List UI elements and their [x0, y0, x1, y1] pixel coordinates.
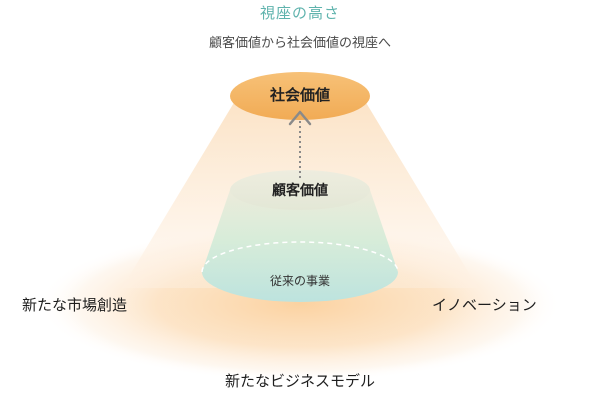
base-dashed-line: [201, 241, 399, 273]
value-cone: [202, 190, 398, 302]
customer-value-label: 顧客価値: [272, 183, 328, 199]
diagram-subtitle: 顧客価値から社会価値の視座へ: [208, 36, 391, 51]
social-value-label: 社会価値: [269, 86, 330, 104]
existing-business-label: 従来の事業: [269, 274, 330, 288]
new-business-model-label: 新たなビジネスモデル: [224, 372, 375, 390]
diagram-title: 視座の高さ: [259, 4, 340, 22]
upward-arrow-head: [288, 110, 312, 126]
social-value-ellipse: [230, 72, 370, 120]
customer-value-ellipse: [230, 170, 370, 210]
new-market-creation-label: 新たな市場創造: [22, 296, 128, 314]
innovation-label: イノベーション: [432, 296, 537, 314]
